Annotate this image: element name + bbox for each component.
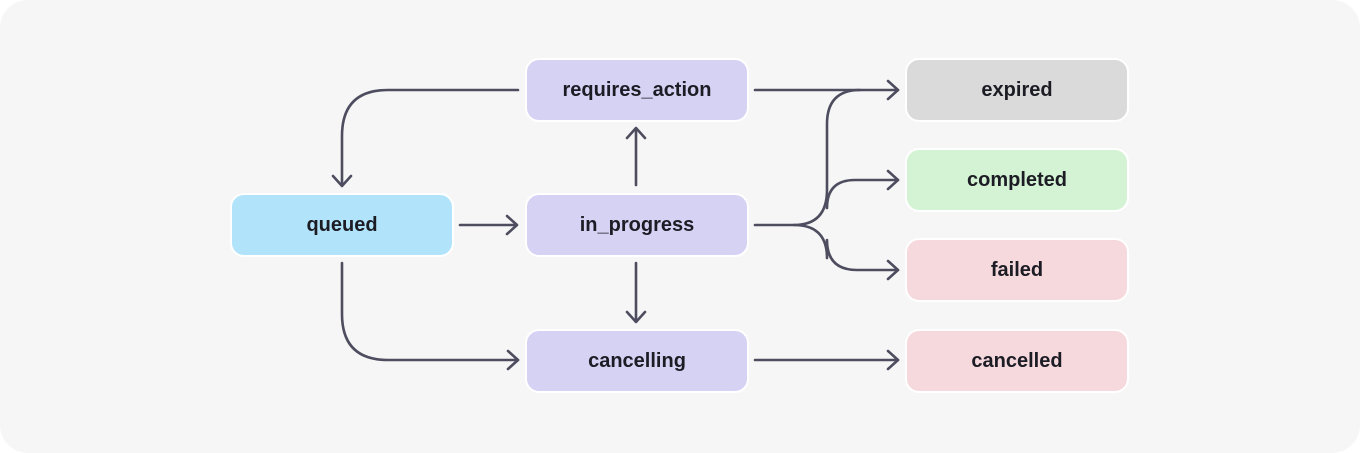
edge-in-progress-to-expired: [753, 88, 862, 227]
node-cancelling[interactable]: cancelling: [525, 329, 749, 393]
edge-in-progress-to-cancelling-arrow: [625, 310, 647, 324]
edge-queued-to-cancelling: [340, 261, 520, 362]
edge-queued-to-in-progress-arrow: [505, 214, 519, 236]
node-expired[interactable]: expired: [905, 58, 1129, 122]
edge-in-progress-to-completed: [825, 178, 900, 210]
edge-in-progress-to-failed: [792, 223, 900, 272]
edge-to-failed-arrow: [886, 259, 900, 281]
edge-in-progress-to-requires-action-arrow: [625, 126, 647, 140]
node-completed[interactable]: completed: [905, 148, 1129, 212]
node-queued[interactable]: queued: [230, 193, 454, 257]
edge-cancelling-to-cancelled-arrow: [886, 349, 900, 371]
node-requires-action[interactable]: requires_action: [525, 58, 749, 122]
edge-requires-action-to-queued-arrow: [331, 174, 353, 188]
edge-queued-to-cancelling-arrow: [506, 349, 520, 371]
node-cancelled[interactable]: cancelled: [905, 329, 1129, 393]
edge-requires-action-to-queued: [340, 88, 520, 187]
node-in-progress[interactable]: in_progress: [525, 193, 749, 257]
edge-to-expired-arrow: [886, 79, 900, 101]
edge-to-completed-arrow: [886, 169, 900, 191]
node-failed[interactable]: failed: [905, 238, 1129, 302]
